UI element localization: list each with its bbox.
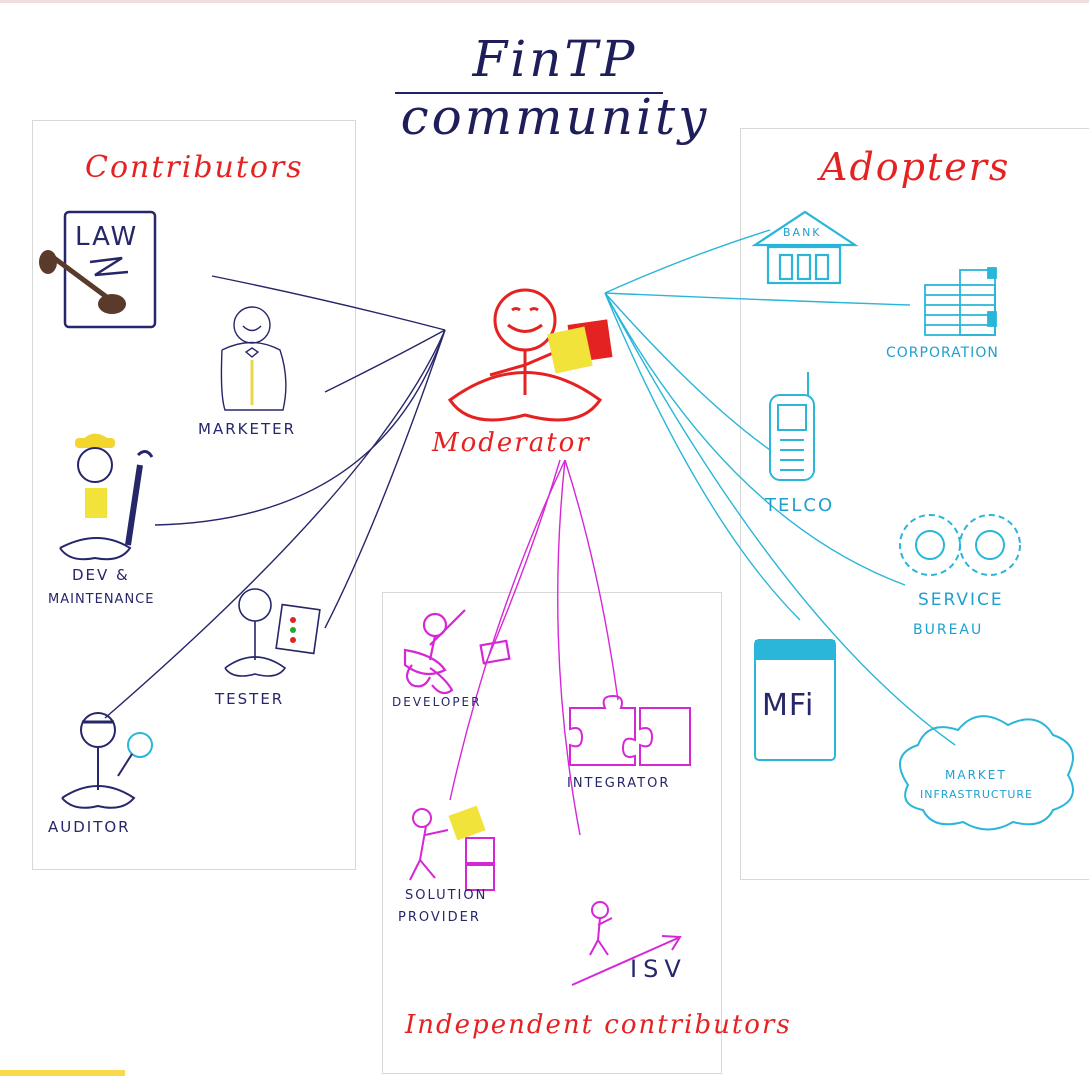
independent-contributors-heading: Independent contributors [405,1010,792,1040]
auditor-icon [61,712,153,809]
corporation-icon [924,267,997,336]
bank-icon [751,210,859,285]
independent-connectors [449,459,619,836]
telco-icon [769,372,815,481]
bottom-accent [0,1070,125,1076]
developer-maintenance-icon [59,433,154,561]
solution-provider-label-line2: PROVIDER [398,910,481,925]
solution-provider-label-line1: SOLUTION [405,888,488,903]
auditor-label: AUDITOR [48,818,131,836]
moderator-label: Moderator [432,428,591,458]
market-infrastructure-label-line1: MARKET [945,768,1007,782]
tester-label: TESTER [215,690,285,708]
service-bureau-label-line2: BUREAU [913,622,984,638]
mfi-icon [754,639,836,761]
title-underline [395,92,663,94]
mfi-label: MFi [762,688,815,723]
contributor-connectors [104,275,446,719]
law-label: LAW [75,222,139,252]
solution-provider-icon [409,805,495,891]
corporation-label: CORPORATION [886,345,999,361]
independent-developer-label: DEVELOPER [392,695,482,709]
isv-icon [571,901,682,986]
contributors-heading: Contributors [85,150,304,185]
tester-icon [224,588,321,677]
marketer-icon [220,306,287,411]
marketer-label: MARKETER [198,420,297,438]
adopter-connectors [604,229,956,746]
integrator-icon [569,694,691,766]
bank-label: BANK [783,226,822,239]
service-bureau-icon [899,514,1021,576]
top-border [0,0,1089,3]
adopters-heading: Adopters [820,145,1011,189]
dev-label-line1: DEV & [72,566,130,584]
market-infrastructure-label-line2: INFRASTRUCTURE [920,788,1033,801]
independent-developer-icon [403,609,511,695]
dev-label-line2: MAINTENANCE [48,592,155,607]
moderator-flags-icon [547,319,613,374]
moderator-icon [447,288,603,422]
service-bureau-label-line1: SERVICE [918,590,1004,610]
page-title: FinTP community [400,30,710,146]
integrator-label: INTEGRATOR [567,776,671,791]
isv-label: ISV [630,955,687,983]
market-infrastructure-icon [899,715,1074,831]
telco-label: TELCO [765,495,835,516]
law-icon [39,210,157,329]
